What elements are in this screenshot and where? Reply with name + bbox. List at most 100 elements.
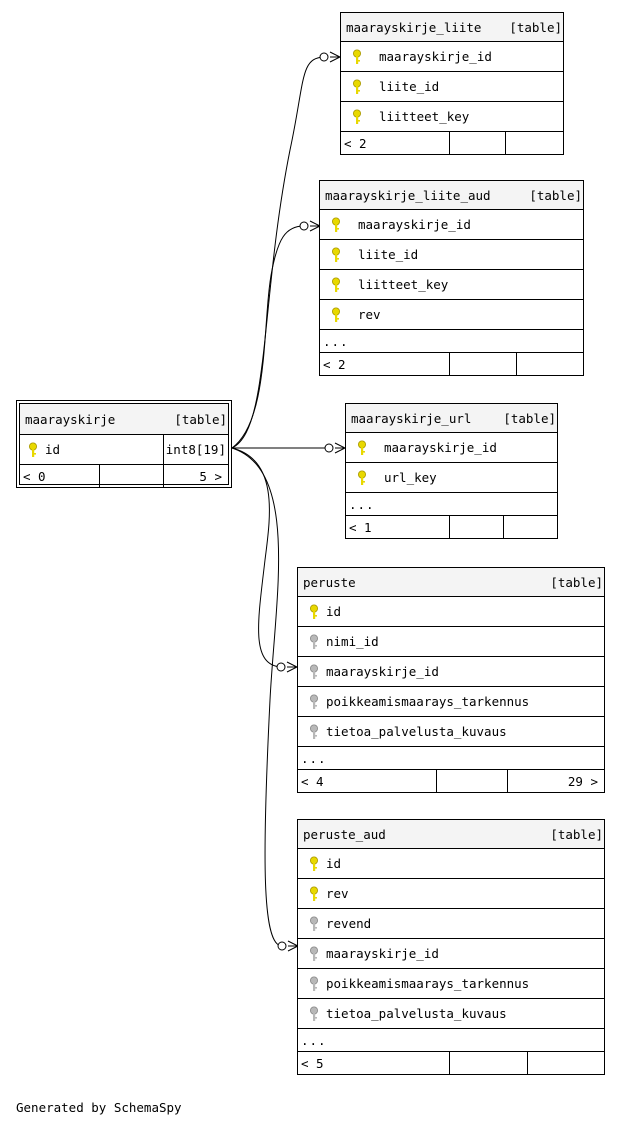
column-row[interactable]: revend <box>298 909 604 939</box>
column-row[interactable]: maarayskirje_id <box>346 433 557 463</box>
table-maarayskirje[interactable]: maarayskirje [table] id int8[19] < 0 5 > <box>16 400 232 488</box>
table-peruste[interactable]: peruste [table] id nimi_id maarayskirje_… <box>297 567 605 793</box>
column-row-id[interactable]: id int8[19] <box>20 435 228 465</box>
footer-right <box>528 1052 604 1074</box>
column-row[interactable]: maarayskirje_id <box>320 210 583 240</box>
foreign-key-icon <box>306 914 322 934</box>
column-row[interactable]: tietoa_palvelusta_kuvaus <box>298 999 604 1029</box>
table-tag: [table] <box>509 19 562 35</box>
column-name: maarayskirje_id <box>326 664 439 679</box>
column-name: poikkeamismaarays_tarkennus <box>326 976 530 991</box>
table-maarayskirje-liite-aud[interactable]: maarayskirje_liite_aud [table] maarayski… <box>319 180 584 376</box>
foreign-key-icon <box>306 1004 322 1024</box>
table-header: maarayskirje_liite [table] <box>341 13 563 42</box>
table-maarayskirje-liite[interactable]: maarayskirje_liite [table] maarayskirje_… <box>340 12 564 155</box>
footer-left[interactable]: < 1 <box>346 516 450 538</box>
footer-right <box>506 132 563 154</box>
column-row[interactable]: rev <box>320 300 583 330</box>
primary-key-icon <box>306 854 322 874</box>
foreign-key-icon <box>306 722 322 742</box>
foreign-key-icon <box>306 662 322 682</box>
column-name: nimi_id <box>326 634 379 649</box>
footer-right[interactable]: 5 > <box>199 468 222 484</box>
edge-maarayskirje-liite <box>231 56 325 449</box>
column-name: maarayskirje_id <box>379 49 492 64</box>
table-peruste-aud[interactable]: peruste_aud [table] id rev revend maaray… <box>297 819 605 1075</box>
table-tag: [table] <box>529 187 582 203</box>
table-tag: [table] <box>550 826 603 842</box>
column-name: maarayskirje_id <box>384 440 497 455</box>
column-row[interactable]: rev <box>298 879 604 909</box>
column-row[interactable]: nimi_id <box>298 627 604 657</box>
primary-key-icon <box>306 884 322 904</box>
foreign-key-icon <box>306 974 322 994</box>
column-name: liite_id <box>358 247 419 262</box>
column-row[interactable]: poikkeamismaarays_tarkennus <box>298 969 604 999</box>
column-name: poikkeamismaarays_tarkennus <box>326 694 530 709</box>
primary-key-icon <box>354 438 370 458</box>
more-columns[interactable]: ... <box>298 1029 604 1052</box>
table-name: maarayskirje_liite <box>346 19 482 35</box>
table-maarayskirje-url[interactable]: maarayskirje_url [table] maarayskirje_id… <box>345 403 558 539</box>
primary-key-icon <box>328 245 344 265</box>
column-row[interactable]: poikkeamismaarays_tarkennus <box>298 687 604 717</box>
column-row[interactable]: liite_id <box>320 240 583 270</box>
table-header: peruste_aud [table] <box>298 820 604 849</box>
column-name: rev <box>326 886 349 901</box>
footer-right <box>517 353 583 375</box>
column-row[interactable]: id <box>298 849 604 879</box>
more-columns[interactable]: ... <box>298 747 604 770</box>
table-tag: [table] <box>550 574 603 590</box>
table-footer: < 0 5 > <box>20 465 228 487</box>
primary-key-icon <box>328 215 344 235</box>
primary-key-icon <box>25 440 41 460</box>
column-name: maarayskirje_id <box>358 217 471 232</box>
table-tag: [table] <box>503 410 556 426</box>
footer-left[interactable]: < 2 <box>320 353 450 375</box>
footer-mid <box>450 516 504 538</box>
primary-key-icon <box>354 468 370 488</box>
column-row[interactable]: liite_id <box>341 72 563 102</box>
column-type: int8[19] <box>162 435 228 464</box>
primary-key-icon <box>349 47 365 67</box>
footer-left[interactable]: < 5 <box>298 1052 450 1074</box>
table-footer: < 2 <box>320 353 583 375</box>
column-row[interactable]: tietoa_palvelusta_kuvaus <box>298 717 604 747</box>
footer-mid <box>450 1052 528 1074</box>
column-row[interactable]: maarayskirje_id <box>341 42 563 72</box>
column-row[interactable]: id <box>298 597 604 627</box>
table-footer: < 1 <box>346 516 557 538</box>
column-name: liitteet_key <box>358 277 449 292</box>
footer-left[interactable]: < 2 <box>341 132 450 154</box>
column-row[interactable]: url_key <box>346 463 557 493</box>
primary-key-icon <box>306 602 322 622</box>
column-name: id <box>45 442 61 457</box>
table-footer: < 5 <box>298 1052 604 1074</box>
edge-peruste <box>231 447 282 668</box>
footer-left[interactable]: < 4 <box>298 770 437 792</box>
footer-right[interactable]: 29 > <box>567 773 598 789</box>
edge-peruste-aud <box>231 447 283 947</box>
footer-right <box>504 516 557 538</box>
column-name: rev <box>358 307 381 322</box>
table-name: maarayskirje_url <box>351 410 472 426</box>
edge-maarayskirje-liite-aud <box>231 225 305 449</box>
column-name: liitteet_key <box>379 109 470 124</box>
more-columns[interactable]: ... <box>346 493 557 516</box>
table-tag: [table] <box>174 411 227 427</box>
more-columns[interactable]: ... <box>320 330 583 353</box>
table-name: peruste_aud <box>303 826 386 842</box>
column-row[interactable]: liitteet_key <box>341 102 563 132</box>
column-name: tietoa_palvelusta_kuvaus <box>326 1006 507 1021</box>
table-header: maarayskirje_url [table] <box>346 404 557 433</box>
column-row[interactable]: liitteet_key <box>320 270 583 300</box>
footer-left[interactable]: < 0 <box>20 465 100 487</box>
footer-mid <box>100 465 164 487</box>
generated-by-label: Generated by SchemaSpy <box>16 1100 182 1115</box>
footer-mid <box>450 353 517 375</box>
foreign-key-icon <box>306 692 322 712</box>
column-row[interactable]: maarayskirje_id <box>298 657 604 687</box>
column-row[interactable]: maarayskirje_id <box>298 939 604 969</box>
table-footer: < 2 <box>341 132 563 154</box>
